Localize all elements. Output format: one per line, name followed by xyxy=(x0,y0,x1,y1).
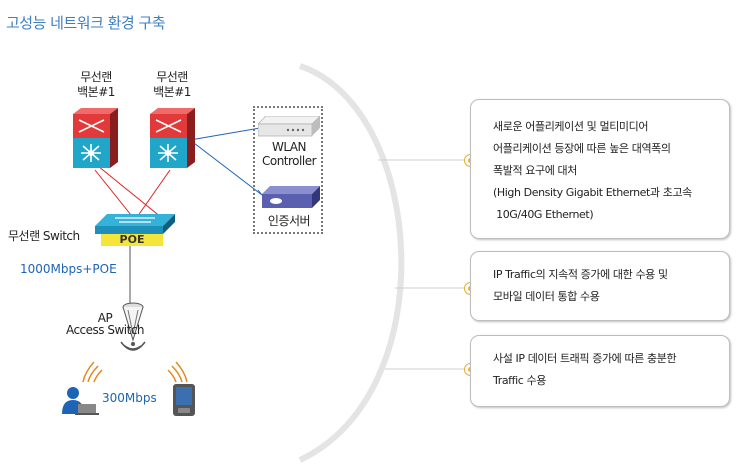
uplink-speed-label: 1000Mbps+POE xyxy=(20,262,117,276)
backbone1-label: 무선랜 백본#1 xyxy=(77,70,115,99)
panel-line: 폭발적 요구에 대처 xyxy=(493,164,577,177)
access-point-icon xyxy=(120,302,146,351)
backbone1-switch-icon xyxy=(73,108,118,168)
link-cross-1 xyxy=(97,165,168,223)
panel-line: 10G/40G Ethernet) xyxy=(493,208,594,221)
panel-line: IP Traffic의 지속적 증가에 대한 수용 및 xyxy=(493,268,668,281)
feature-panel-1: 새로운 어플리케이션 및 멀티미디어 어플리케이션 등장에 따른 높은 대역폭의… xyxy=(470,99,730,239)
panel-line: Traffic 수용 xyxy=(493,374,546,387)
auth-server-icon xyxy=(262,186,320,208)
panel-line: 모바일 데이터 통합 수용 xyxy=(493,290,600,303)
poe-label: POE xyxy=(119,233,145,246)
feature-panel-2: IP Traffic의 지속적 증가에 대한 수용 및 모바일 데이터 통합 수… xyxy=(470,251,730,321)
link-backbone-controller xyxy=(189,127,261,141)
link-backbone2-switch xyxy=(134,169,171,221)
wireless-signal-icon xyxy=(82,361,188,383)
lan-switch-icon xyxy=(95,214,175,246)
laptop-user-icon xyxy=(62,387,99,415)
panel-line: 사설 IP 데이터 트래픽 증가에 따른 충분한 xyxy=(493,352,677,365)
panel-line: 새로운 어플리케이션 및 멀티미디어 xyxy=(493,120,649,133)
link-backbone-auth xyxy=(189,139,263,196)
backbone2-switch-icon xyxy=(150,108,195,168)
ap-label: AP Access Switch xyxy=(65,311,145,337)
feature-panel-3: 사설 IP 데이터 트래픽 증가에 따른 충분한 Traffic 수용 xyxy=(470,335,730,407)
client-speed-label: 300Mbps xyxy=(102,391,157,405)
panel-line: 어플리케이션 등장에 따른 높은 대역폭의 xyxy=(493,142,671,155)
wlan-controller-label: WLAN Controller xyxy=(261,140,317,168)
auth-server-label: 인증서버 xyxy=(267,214,311,228)
mobile-device-icon xyxy=(173,384,195,416)
switch-label: 무선랜 Switch xyxy=(8,229,80,243)
panel-line: (High Density Gigabit Ethernet과 초고속 xyxy=(493,186,692,199)
wlan-controller-icon xyxy=(258,116,320,137)
link-backbone1-switch xyxy=(94,169,136,221)
server-group-box xyxy=(253,106,323,234)
page-title: 고성능 네트워크 환경 구축 xyxy=(6,14,166,32)
separator-arc xyxy=(298,63,405,463)
backbone2-label: 무선랜 백본#1 xyxy=(153,70,191,99)
